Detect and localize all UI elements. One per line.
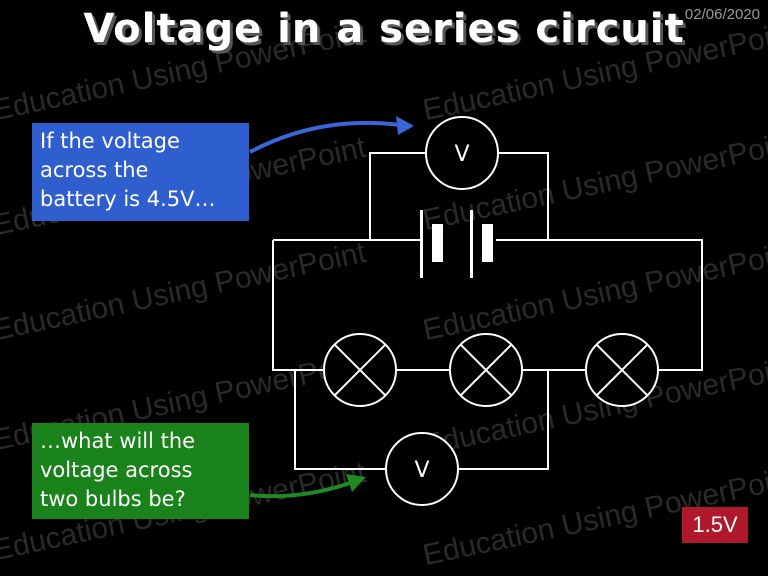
arrow-top (249, 116, 414, 154)
arrow-bottom (249, 474, 366, 499)
voltmeter-top-label: V (454, 142, 469, 167)
wire (496, 239, 703, 371)
bulb-3 (585, 333, 659, 407)
callout-top-line: battery is 4.5V… (40, 187, 216, 211)
callout-top-line: If the voltage (40, 129, 180, 153)
wire (498, 152, 549, 240)
callout-bottom: …what will the voltage across two bulbs … (32, 423, 249, 519)
voltmeter-bottom (385, 432, 459, 506)
slide-title: Voltage in a series circuit (83, 6, 685, 52)
wire (458, 370, 549, 470)
wire (272, 240, 324, 371)
bulb-1 (323, 333, 397, 407)
wire (294, 370, 386, 470)
callout-top-line: across the (40, 158, 149, 182)
answer-badge: 1.5V (682, 507, 748, 543)
slide-date: 02/06/2020 (684, 6, 760, 23)
battery (420, 210, 493, 278)
voltmeter-top (425, 116, 499, 190)
bulb-2 (449, 333, 523, 407)
callout-bottom-line: …what will the (40, 429, 196, 453)
voltmeter-bottom-label: V (414, 458, 429, 483)
wire (369, 152, 426, 240)
callout-bottom-line: voltage across (40, 458, 193, 482)
callout-top: If the voltage across the battery is 4.5… (32, 123, 249, 221)
callout-bottom-line: two bulbs be? (40, 487, 186, 511)
